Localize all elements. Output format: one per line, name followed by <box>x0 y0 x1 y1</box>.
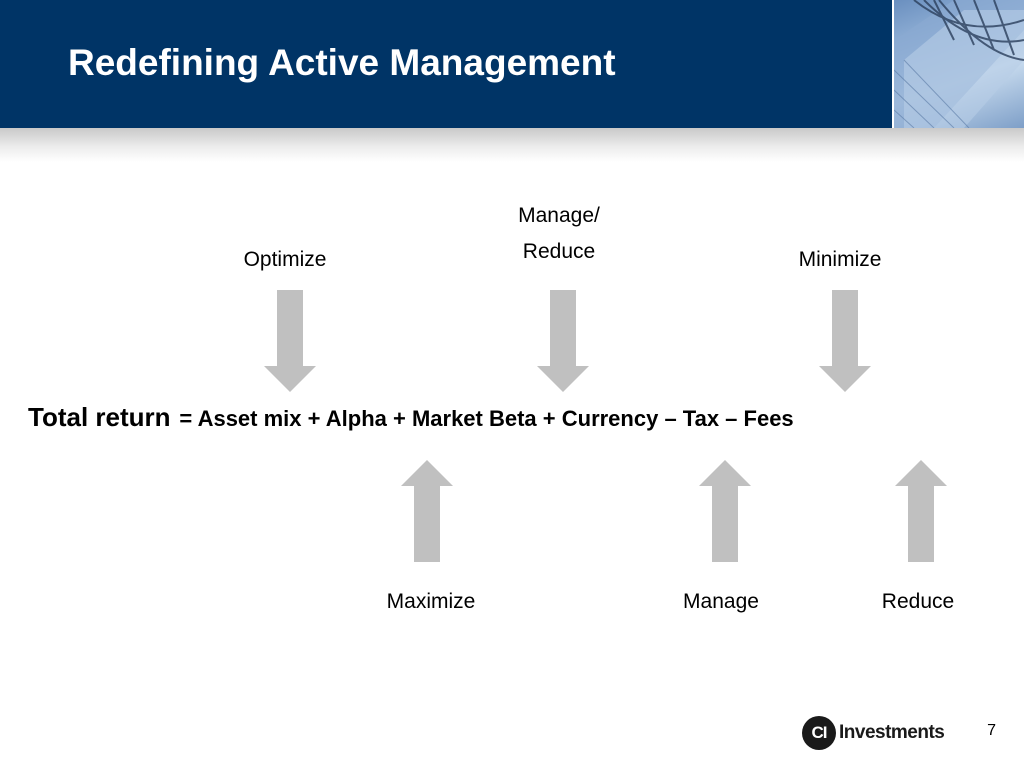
page-number: 7 <box>987 722 996 739</box>
label-manage-reduce-line2: Reduce <box>522 240 596 263</box>
label-optimize: Optimize <box>243 248 327 271</box>
equation-terms: = Asset mix + Alpha + Market Beta + Curr… <box>179 406 794 431</box>
logo-text: Investments <box>839 722 945 743</box>
ci-investments-logo: CI Investments <box>802 714 945 752</box>
total-return-equation: Total return = Asset mix + Alpha + Marke… <box>28 402 794 433</box>
arrow-down-icon <box>537 290 589 392</box>
equation-lead: Total return <box>28 402 171 432</box>
label-manage-reduce-line1: Manage/ <box>518 204 600 227</box>
arrow-up-icon <box>699 460 751 562</box>
label-maximize: Maximize <box>386 590 476 613</box>
header-bar <box>0 0 892 128</box>
header-divider <box>892 0 894 128</box>
arrow-down-icon <box>819 290 871 392</box>
header-shadow <box>0 128 1024 162</box>
label-minimize: Minimize <box>798 248 882 271</box>
logo-mark: CI <box>802 716 836 750</box>
label-manage: Manage <box>683 590 759 613</box>
arrow-up-icon <box>895 460 947 562</box>
header-building-image <box>894 0 1024 128</box>
slide-title: Redefining Active Management <box>68 42 616 83</box>
label-reduce: Reduce <box>881 590 955 613</box>
building-photo-graphic <box>894 0 1024 128</box>
arrow-up-icon <box>401 460 453 562</box>
arrow-down-icon <box>264 290 316 392</box>
